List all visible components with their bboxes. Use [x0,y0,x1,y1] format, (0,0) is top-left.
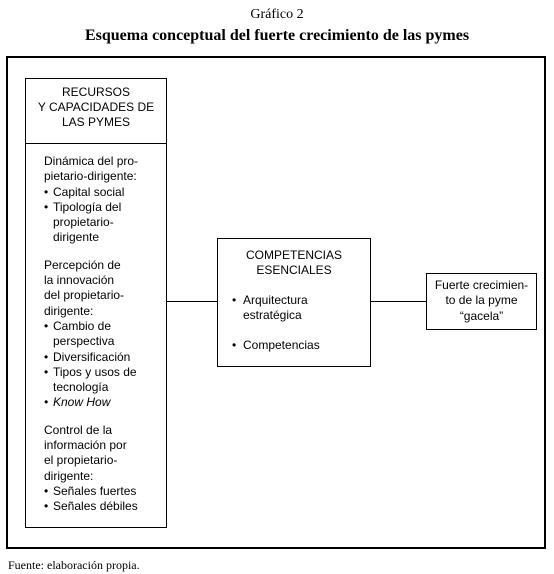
list-item-know-how: Know How [44,395,164,411]
group-dinamica: Dinámica del pro- pietario-dirigente: Ca… [44,154,164,246]
resultado-line: “gacela” [459,308,504,323]
group-heading-line: el propietario- [44,453,118,468]
item-line: Tipología del [53,199,122,214]
group-heading-line: Dinámica del pro- [44,154,139,168]
recursos-header-line: LAS PYMES [61,115,131,129]
competencias-title-line: ESENCIALES [256,263,332,278]
item-line: propietario- [53,215,114,230]
competencias-title: COMPETENCIAS ESENCIALES [218,239,370,279]
group-heading-line: información por [44,438,127,453]
group-heading-line: dirigente: [44,468,94,483]
recursos-header: RECURSOS Y CAPACIDADES DE LAS PYMES [26,79,166,144]
group-heading-line: pietario-dirigente: [44,169,137,184]
group-control: Control de la información por el propiet… [44,423,164,515]
connector-competencias-resultado [371,301,426,302]
list-item-tecnologia: Tipos y usos de tecnología [44,365,164,396]
figure-title: Esquema conceptual del fuerte crecimient… [84,27,470,44]
list-item-arquitectura: Arquitectura estratégica [232,293,364,324]
recursos-header-line: RECURSOS [61,85,130,99]
group-percepcion: Percepción de la innovación del propieta… [44,258,164,411]
resultado-line: to de la pyme [445,293,518,308]
list-item-cambio: Cambio de perspectiva [44,319,164,350]
list-item-competencias: Competencias [232,337,364,354]
item-line: estratégica [243,308,302,323]
figure-number: Gráfico 2 [250,7,304,22]
item-line: Arquitectura [243,293,308,307]
list-item-senales-fuertes: Señales fuertes [44,483,164,500]
source-note: Fuente: elaboración propia. [8,558,140,572]
competencias-box: COMPETENCIAS ESENCIALES Arquitectura est… [217,238,371,367]
list-item-diversificacion: Diversificación [44,349,164,366]
item-line: Capital social [53,184,125,199]
group-heading-line: del propietario- [44,288,125,303]
list-item-tipologia: Tipología del propietario- dirigente [44,200,164,246]
item-line: Diversificación [53,349,131,364]
group-heading-line: dirigente: [44,303,94,318]
item-line: dirigente [53,230,100,245]
resultado-box: Fuerte crecimien- to de la pyme “gacela” [426,273,537,330]
item-line: Know How [53,395,111,410]
diagram-frame [6,56,546,549]
item-line: Señales fuertes [53,483,137,498]
group-heading-line: Percepción de [44,257,121,272]
item-line: perspectiva [53,334,115,349]
resultado-line: Fuerte crecimien- [434,278,529,292]
list-item-senales-debiles: Señales débiles [44,499,164,515]
competencias-title-line: COMPETENCIAS [245,248,342,262]
item-line: Señales débiles [53,499,138,514]
recursos-box: RECURSOS Y CAPACIDADES DE LAS PYMES Diná… [25,78,167,528]
competencias-list: Arquitectura estratégica Competencias [232,293,364,367]
recursos-header-line: Y CAPACIDADES DE [37,100,155,114]
item-line: Cambio de [53,318,112,333]
item-line: Competencias [243,337,320,352]
group-heading-line: la innovación [44,273,115,288]
list-item-capital-social: Capital social [44,184,164,201]
item-line: Tipos y usos de [53,364,137,379]
recursos-body: Dinámica del pro- pietario-dirigente: Ca… [44,154,164,527]
group-heading-line: Control de la [44,422,113,437]
item-line: tecnología [53,380,109,395]
connector-recursos-competencias [167,301,217,302]
